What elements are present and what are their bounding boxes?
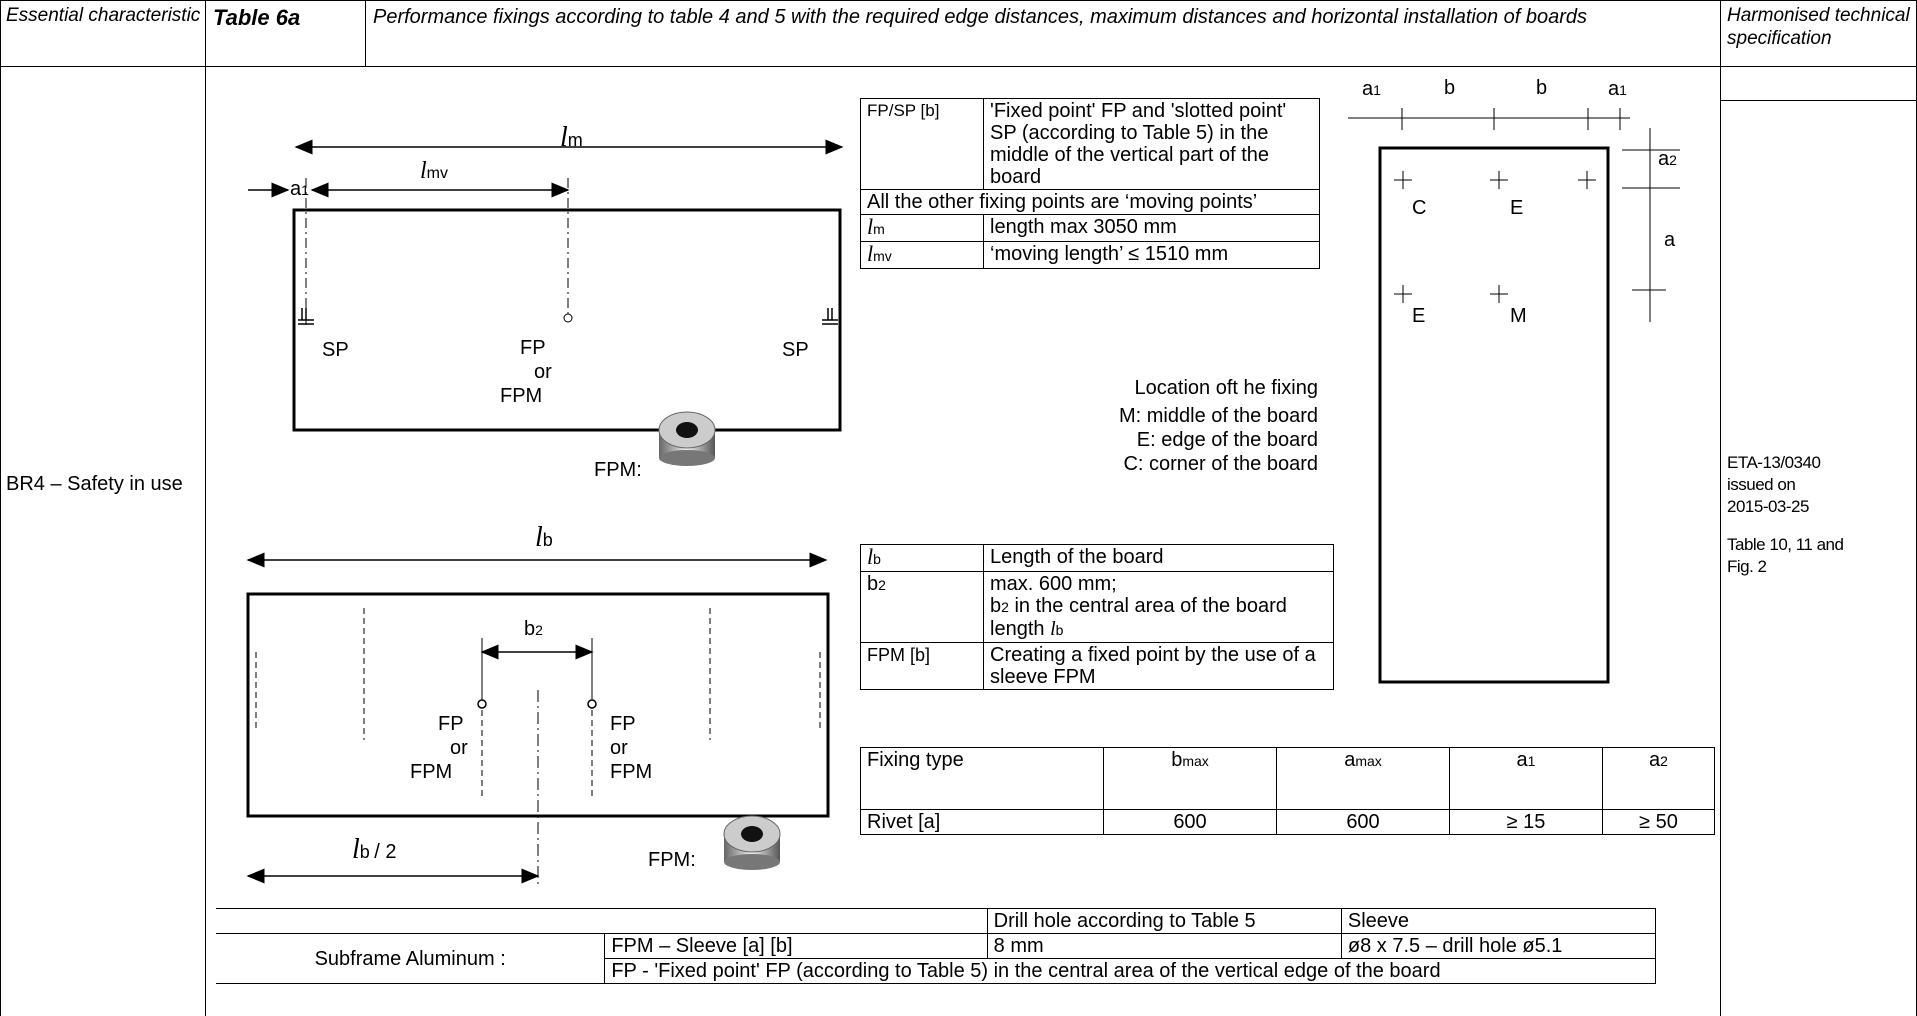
lb-cell: lb (860, 544, 984, 572)
or-right-label: or (610, 737, 628, 759)
col-fixing-type: Fixing type (860, 747, 1104, 810)
header-harmonised-spec: Harmonised technical specification (1727, 5, 1910, 49)
location-legend: Location oft he fixing M: middle of the … (1000, 376, 1318, 476)
issue-date: 2015-03-25 (1727, 497, 1809, 516)
header-table-id: Table 6a (213, 5, 301, 30)
distances-table: Fixing type bmax amax a1 a2 Rivet [a] 60… (860, 747, 1715, 835)
point-e-mid: E (1412, 305, 1426, 327)
fpm-sleeve-label-1: FPM: (594, 459, 642, 481)
fpm-desc: Creating a fixed point by the use of a s… (983, 642, 1334, 690)
sp-right-label: SP (782, 339, 809, 361)
fpm-sleeve-label-2: FPM: (648, 849, 696, 871)
cell-a2: ≥ 50 (1602, 809, 1715, 835)
b2-cell: b2 (860, 571, 984, 643)
point-c: C (1412, 197, 1427, 219)
dim-a2: a2 (1658, 148, 1677, 170)
diagram-moving-length (248, 139, 844, 432)
fp-sp-desc: 'Fixed point' FP and 'slotted point' SP … (983, 98, 1320, 190)
lb-half-label: lb / 2 (352, 834, 397, 865)
location-title: Location oft he fixing (1134, 377, 1318, 399)
eta-number: ETA-13/0340 (1727, 453, 1821, 472)
subframe-label: Subframe Aluminum : (216, 933, 606, 984)
col-a2: a2 (1602, 747, 1715, 810)
drill-8mm: 8 mm (986, 933, 1342, 959)
lb-desc: Length of the board (983, 544, 1334, 572)
col1-divider (205, 0, 206, 1016)
location-m: M: middle of the board (1119, 405, 1318, 427)
table-id-divider (365, 0, 366, 67)
col-last-divider (1720, 0, 1721, 1016)
sleeve-icon (723, 815, 781, 870)
header-divider (0, 66, 1917, 67)
header-essential-characteristic: Essential characteristic (6, 5, 201, 26)
lm-label: lm (560, 122, 583, 153)
sleeve-value: ø8 x 7.5 – drill hole ø5.1 (1340, 933, 1657, 959)
subframe-table: Drill hole according to Table 5 Sleeve S… (216, 908, 1657, 984)
fixed-point-table: FP/SP [b] 'Fixed point' FP and 'slotted … (860, 98, 1320, 269)
location-e: E: edge of the board (1136, 429, 1318, 451)
spec-tables: Table 10, 11 and Fig. 2 (1727, 535, 1844, 576)
fp-sp-cell: FP/SP [b] (860, 98, 984, 190)
fpm-right-label: FPM (610, 761, 653, 783)
right-col-divider (1720, 100, 1917, 101)
sleeve-header: Sleeve (1340, 908, 1657, 934)
cell-a1: ≥ 15 (1449, 809, 1603, 835)
dim-a1-right: a1 (1608, 78, 1627, 100)
spec-info: ETA-13/0340 issued on 2015-03-25 Table 1… (1727, 452, 1912, 578)
issued-on: issued on (1727, 475, 1796, 494)
fp-left-label: FP (438, 713, 464, 735)
cell-amax: 600 (1276, 809, 1450, 835)
b2-desc: max. 600 mm; b2 in the central area of t… (983, 571, 1334, 643)
or-label: or (534, 361, 552, 383)
sp-left-label: SP (322, 339, 349, 361)
fp-label: FP (520, 337, 546, 359)
col-a1: a1 (1449, 747, 1603, 810)
left-border (0, 0, 1, 1016)
top-border (0, 0, 1917, 1)
diagram-board-corner (1348, 108, 1680, 684)
col-bmax: bmax (1103, 747, 1277, 810)
fpm-label: FPM (500, 385, 543, 407)
drill-hole-header: Drill hole according to Table 5 (986, 908, 1342, 934)
dim-b2: b (1536, 77, 1548, 99)
cell-bmax: 600 (1103, 809, 1277, 835)
or-left-label: or (450, 737, 468, 759)
fpm-sleeve-cell: FPM – Sleeve [a] [b] (604, 933, 988, 959)
fp-description: FP - 'Fixed point' FP (according to Tabl… (604, 958, 1656, 984)
sleeve-icon (658, 411, 716, 466)
point-e-top: E (1510, 197, 1524, 219)
lb-label: lb (535, 522, 553, 553)
b2-label: b2 (524, 618, 543, 640)
lmv-label: lmv (420, 158, 448, 184)
lmv-desc: ‘moving length’ ≤ 1510 mm (983, 241, 1320, 269)
fpm-cell: FPM [b] (860, 642, 984, 690)
dim-a1-left: a1 (1362, 78, 1381, 100)
diagram-board-length (246, 552, 830, 884)
cell-rivet: Rivet [a] (860, 809, 1104, 835)
header-title: Performance fixings according to table 4… (373, 6, 1588, 28)
dim-b1: b (1444, 77, 1456, 99)
fp-right-label: FP (610, 713, 636, 735)
point-m: M (1510, 305, 1527, 327)
characteristic-label: BR4 – Safety in use (6, 473, 183, 495)
a1-label: a1 (290, 178, 309, 200)
lmv-cell: lmv (860, 241, 984, 269)
lm-cell: lm (860, 214, 984, 242)
moving-points-note: All the other fixing points are ‘moving … (860, 189, 1320, 215)
location-c: C: corner of the board (1123, 453, 1318, 475)
col-amax: amax (1276, 747, 1450, 810)
fpm-left-label: FPM (410, 761, 453, 783)
dim-a: a (1664, 229, 1676, 251)
board-length-table: lb Length of the board b2 max. 600 mm; b… (860, 544, 1334, 690)
lm-desc: length max 3050 mm (983, 214, 1320, 242)
